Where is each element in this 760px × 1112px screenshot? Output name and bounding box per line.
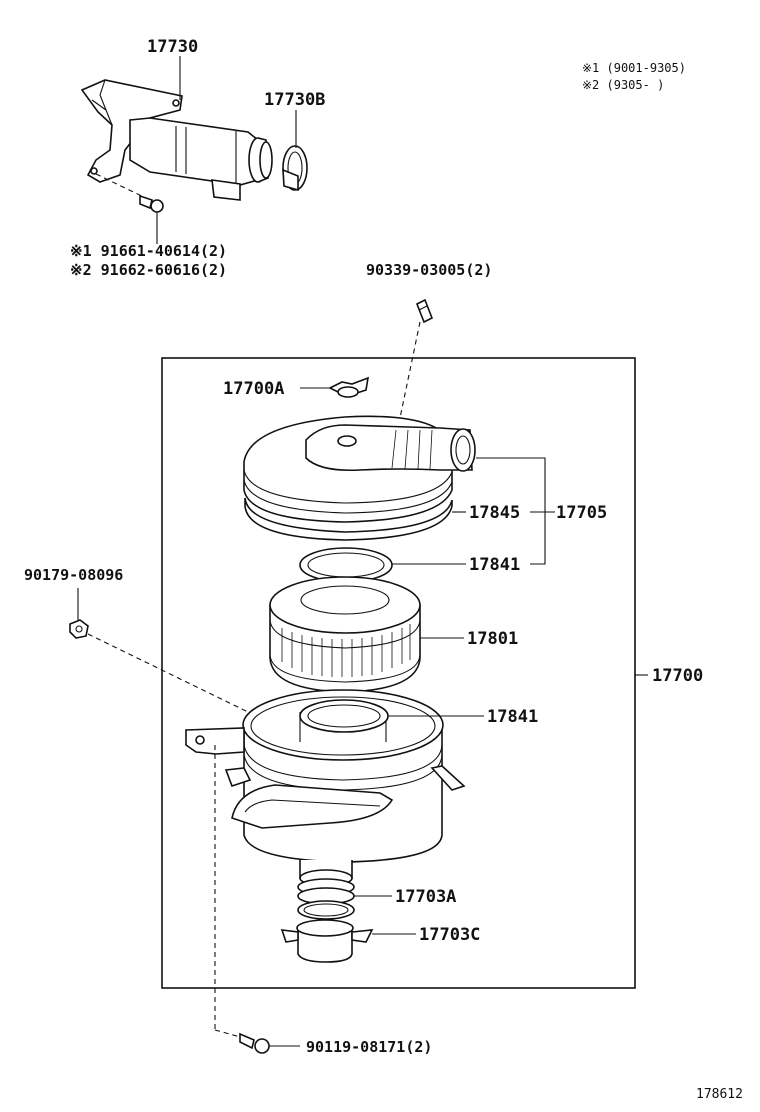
label-90339: 90339-03005(2) bbox=[366, 261, 492, 279]
hose-17703A bbox=[297, 869, 355, 920]
wing-nut-17700A bbox=[328, 376, 370, 398]
label-17730B: 17730B bbox=[264, 90, 325, 110]
label-17705: 17705 bbox=[556, 503, 607, 523]
diagram-id: 178612 bbox=[696, 1087, 743, 1102]
dash-90179 bbox=[87, 633, 249, 713]
note-1: ※1 (9001-9305) bbox=[582, 61, 686, 75]
label-17730: 17730 bbox=[147, 37, 198, 57]
label-17845: 17845 bbox=[469, 503, 520, 523]
air-cleaner-cover-17705 bbox=[243, 415, 476, 523]
label-17703A: 17703A bbox=[395, 887, 456, 907]
label-17703C: 17703C bbox=[419, 925, 480, 945]
label-bolt-a1: ※1 91661-40614(2) bbox=[70, 242, 227, 260]
label-90119: 90119-08171(2) bbox=[306, 1038, 432, 1056]
label-17700: 17700 bbox=[652, 666, 703, 686]
label-17700A: 17700A bbox=[223, 379, 284, 399]
intake-pipe-17730 bbox=[80, 79, 273, 201]
dash-90339 bbox=[399, 321, 421, 419]
note-2: ※2 (9305- ) bbox=[582, 78, 664, 92]
assembly-box-17700 bbox=[161, 357, 636, 989]
seal-ring-17841-bottom bbox=[299, 699, 389, 733]
gasket-17845 bbox=[244, 497, 453, 541]
clamp-17703C bbox=[280, 919, 374, 963]
label-90179: 90179-08096 bbox=[24, 566, 123, 584]
bolt-icon bbox=[139, 194, 164, 213]
label-bolt-a2: ※2 91662-60616(2) bbox=[70, 261, 227, 279]
pin-90339 bbox=[415, 298, 434, 324]
nut-icon bbox=[69, 619, 89, 639]
bolt-icon-90119 bbox=[239, 1032, 270, 1054]
label-17801: 17801 bbox=[467, 629, 518, 649]
filter-element-17801 bbox=[269, 576, 421, 693]
label-17841-top: 17841 bbox=[469, 555, 520, 575]
bracket-17705 bbox=[476, 457, 546, 565]
hose-clamp-17730B bbox=[282, 145, 308, 192]
label-17841-bottom: 17841 bbox=[487, 707, 538, 727]
